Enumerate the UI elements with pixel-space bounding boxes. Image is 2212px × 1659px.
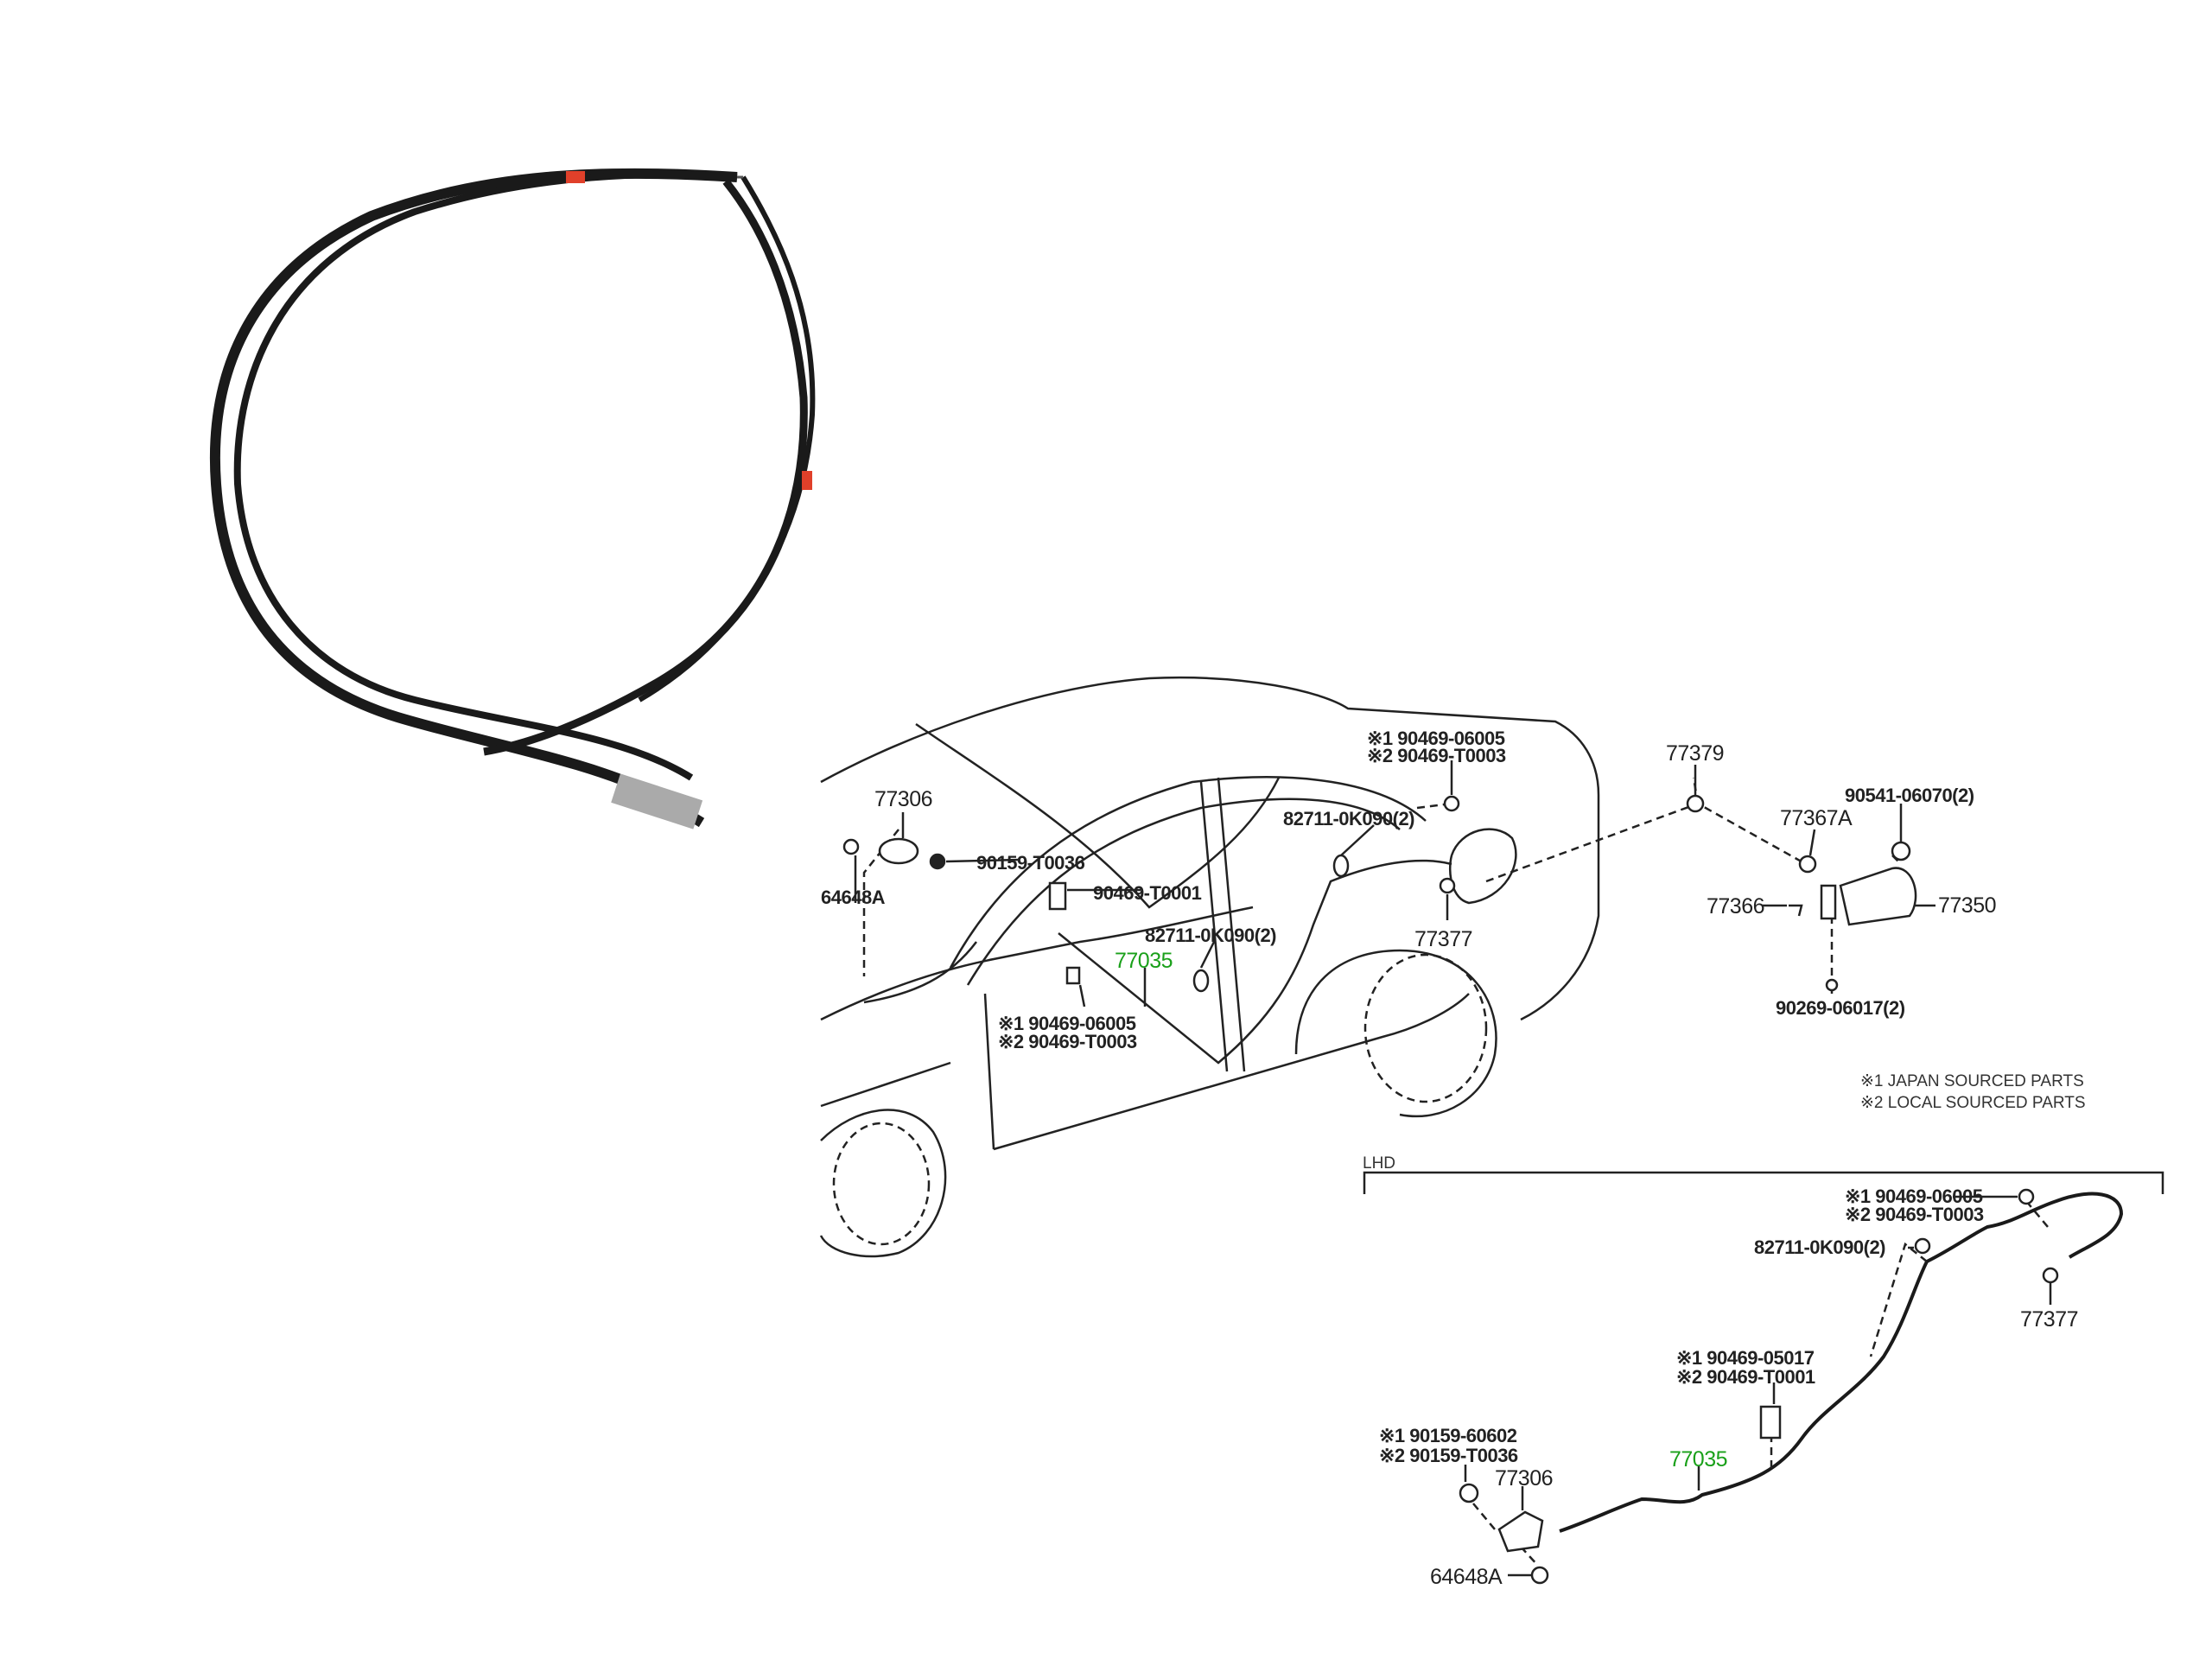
note-japan-sourced: ※1 JAPAN SOURCED PARTS [1860, 1072, 2084, 1090]
label-90159-t0036: 90159-T0036 [976, 852, 1085, 874]
cable-end-fitting [611, 773, 703, 830]
label-64648a: 64648A [821, 887, 886, 908]
label-77366: 77366 [1707, 894, 1764, 918]
lhd-label-82711: 82711-0K090(2) [1754, 1236, 1885, 1258]
lhd-label-64648a: 64648A [1430, 1565, 1503, 1589]
cable-photo [210, 168, 816, 830]
lhd-label-77306: 77306 [1495, 1466, 1553, 1491]
label-77035-highlighted: 77035 [1115, 949, 1173, 973]
label-90269-06017: 90269-06017(2) [1776, 997, 1905, 1019]
label-77350: 77350 [1938, 893, 1996, 918]
label-77377: 77377 [1414, 927, 1472, 951]
lhd-label-77035-highlighted: 77035 [1669, 1447, 1727, 1471]
label-90469-t0001: 90469-T0001 [1093, 882, 1202, 904]
label-82711-top: 82711-0K090(2) [1283, 808, 1414, 830]
label-90541-06070: 90541-06070(2) [1845, 785, 1974, 806]
part-shapes [842, 794, 1917, 993]
cable-marker-side [802, 471, 812, 490]
lhd-label-local-part-b: ※2 90469-T0001 [1676, 1366, 1815, 1388]
lhd-label-japan-part-b: ※1 90469-05017 [1676, 1347, 1815, 1369]
leader-lines [854, 760, 1936, 1007]
lhd-section: LHD ※1 90469-06005 ※2 90469-T0003 82711-… [1363, 1154, 2164, 1589]
cable-marker-top [566, 171, 585, 183]
label-lower-local-part: ※2 90469-T0003 [998, 1031, 1137, 1052]
lhd-label-local-part-a: ※2 90469-T0003 [1845, 1204, 1984, 1225]
label-82711-mid: 82711-0K090(2) [1145, 925, 1276, 946]
label-top-local-part: ※2 90469-T0003 [1367, 745, 1506, 766]
lhd-label-local-part-c: ※2 90159-T0036 [1379, 1445, 1518, 1466]
lhd-label-japan-part-a: ※1 90469-06005 [1845, 1185, 1983, 1207]
lhd-cable [1559, 1192, 2124, 1533]
note-local-sourced: ※2 LOCAL SOURCED PARTS [1860, 1094, 2086, 1112]
lhd-title: LHD [1363, 1154, 1395, 1173]
lhd-label-japan-part-c: ※1 90159-60602 [1379, 1425, 1517, 1446]
lhd-label-77377: 77377 [2020, 1307, 2078, 1332]
label-77379: 77379 [1666, 741, 1724, 766]
label-77306: 77306 [874, 787, 932, 811]
label-lower-japan-part: ※1 90469-06005 [998, 1013, 1136, 1034]
car-outline [819, 676, 1600, 1258]
label-77367a: 77367A [1780, 806, 1853, 830]
label-top-japan-part: ※1 90469-06005 [1367, 728, 1505, 749]
main-diagram-labels: 77306 64648A 90159-T0036 90469-T0001 827… [821, 728, 2086, 1112]
